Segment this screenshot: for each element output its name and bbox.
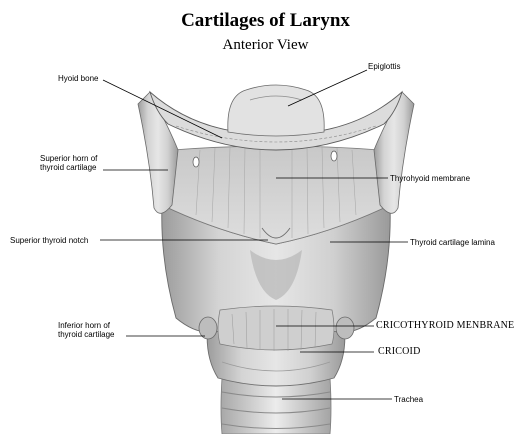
label-thyrohyoid-membrane: Thyrohyoid membrane xyxy=(390,174,470,183)
label-superior-horn-2: thyroid cartilage xyxy=(40,163,96,172)
label-cricothyroid-membrane: CRICOTHYROID MENBRANE xyxy=(376,320,514,331)
label-cricoid: CRICOID xyxy=(378,346,421,357)
label-trachea: Trachea xyxy=(394,395,423,404)
label-inferior-horn-2: thyroid cartilage xyxy=(58,330,114,339)
label-superior-horn-1: Superior horn of xyxy=(40,154,97,163)
label-superior-thyroid-notch: Superior thyroid notch xyxy=(10,236,88,245)
label-epiglottis: Epiglottis xyxy=(368,62,400,71)
label-thyroid-cartilage-lamina: Thyroid cartilage lamina xyxy=(410,238,495,247)
label-hyoid-bone: Hyoid bone xyxy=(58,74,98,83)
epiglottis-shape xyxy=(228,85,324,136)
label-inferior-horn-1: Inferior horn of xyxy=(58,321,110,330)
